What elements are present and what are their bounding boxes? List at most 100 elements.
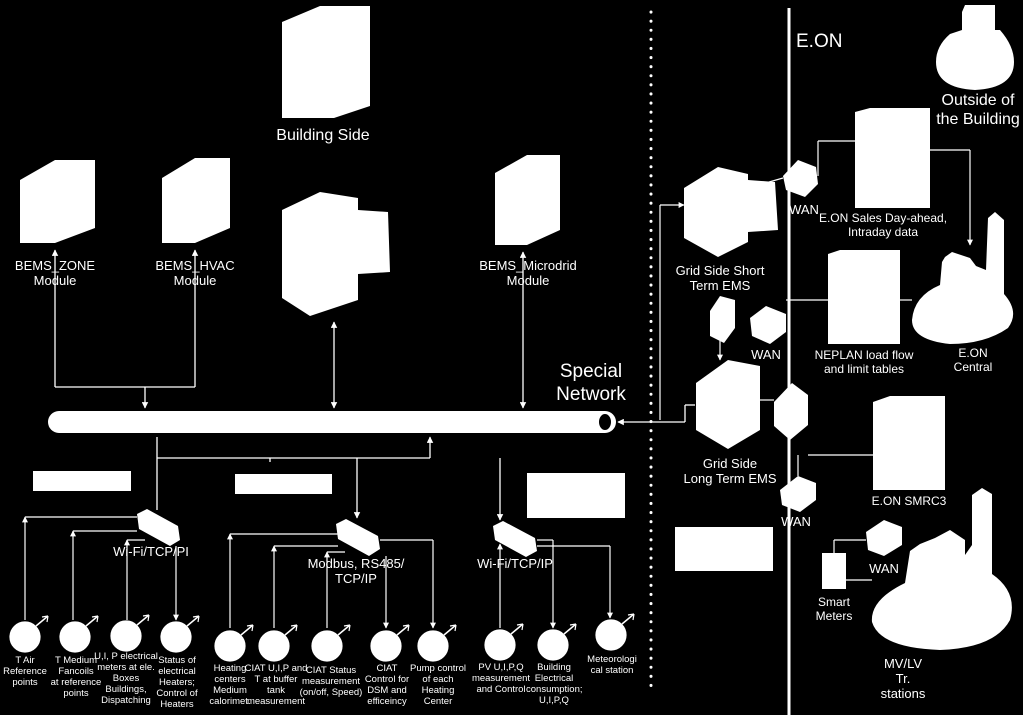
- sensor-text: and Control: [476, 684, 526, 695]
- building-side-title: Building Side: [276, 127, 370, 144]
- sensor-ciat-status-icon: [311, 624, 351, 662]
- sensor-text: tank: [267, 685, 285, 696]
- sensor-text: CIAT Status: [305, 665, 357, 676]
- stations-line2: Tr.: [895, 671, 911, 686]
- sensor-text: Fancoils: [58, 666, 94, 677]
- sensor-text: Heaters: [160, 699, 194, 710]
- sensor-heater-status-label: Status of electrical Heaters; Control of…: [150, 655, 204, 710]
- sensor-ciat-control-icon: [370, 624, 410, 662]
- sensor-t-medium-icon: [59, 615, 99, 653]
- bems-hvac-server-icon: [162, 158, 230, 243]
- short-term-line1: Grid Side Short: [675, 263, 765, 278]
- sensor-text: of each: [422, 674, 454, 685]
- central-line1: E.ON: [958, 346, 988, 360]
- smrc-label: E.ON SMRC3: [871, 494, 947, 508]
- sensor-meteo-label: Meteorologi cal station: [584, 654, 640, 676]
- sensor-text: Reference: [3, 666, 47, 677]
- sensor-text: T Medium: [54, 655, 98, 666]
- special-network-line2: Network: [556, 384, 626, 405]
- sensor-pv-icon: [484, 623, 524, 661]
- sensor-t-air-icon: [9, 615, 49, 653]
- wan-small-label: WAN: [869, 561, 899, 576]
- special-network-line1: Special: [559, 361, 623, 382]
- gateway-middle-router-icon: [336, 519, 380, 556]
- wan-router-mid-icon: [750, 306, 786, 344]
- eon-provider-label: E.ON: [796, 31, 843, 52]
- sensor-text: Building: [537, 662, 571, 673]
- smrc-server-icon: [873, 396, 945, 490]
- sensor-text: at reference: [50, 677, 102, 688]
- long-term-ems-server-icon: [696, 360, 760, 449]
- sensor-t-air-label: T Air Reference points: [0, 655, 50, 688]
- special-network-label: Special Network: [548, 360, 634, 406]
- sensor-heating-centers-icon: [214, 624, 254, 662]
- mv-lv-stations-icon: [871, 488, 1012, 650]
- bems-microgrid-name: BEMS_Microdrid: [479, 258, 577, 273]
- bems-microgrid-module: Module: [506, 273, 550, 288]
- sensor-text: Buildings,: [105, 684, 147, 695]
- sensor-text: Pump control: [410, 663, 466, 674]
- sensor-text: U,I, P electrical: [94, 651, 158, 662]
- blank-label-left: [33, 471, 131, 491]
- sensor-t-medium-label: T Medium Fancoils at reference points: [48, 655, 104, 699]
- sensor-text: efficeincy: [367, 696, 407, 707]
- bems-hvac-name: BEMS_HVAC: [155, 258, 235, 273]
- short-term-ems-server-icon: [684, 167, 778, 257]
- stations-line1: MV/LV: [883, 656, 923, 671]
- outside-line2: the Building: [936, 111, 1020, 128]
- wan-router-small-icon: [866, 520, 902, 556]
- sensor-heater-status-icon: [160, 615, 200, 653]
- sensor-text: DSM and: [367, 685, 407, 696]
- sensor-text: cal station: [590, 665, 634, 676]
- gateway-middle-line1: Modbus, RS485/: [307, 556, 405, 571]
- bems-hvac-module: Module: [173, 273, 217, 288]
- sensor-text: Control of: [156, 688, 198, 699]
- smart-meter-icon: [822, 553, 846, 589]
- bems-hvac-label: BEMS_HVAC Module: [140, 258, 250, 288]
- short-term-line2: Term EMS: [689, 278, 751, 293]
- wan-bottom-label: WAN: [781, 514, 811, 529]
- neplan-line2: and limit tables: [823, 362, 905, 376]
- sensor-text: electrical: [158, 666, 196, 677]
- blank-label-right: [527, 473, 625, 518]
- gateway-middle-label: Modbus, RS485/ TCP/IP: [296, 556, 416, 586]
- sensor-meteo-icon: [595, 613, 635, 651]
- outside-line1: Outside of: [941, 92, 1015, 109]
- wan-top-label: WAN: [789, 202, 819, 217]
- sensor-text: Electrical: [534, 673, 574, 684]
- sensor-text: (on/off, Speed): [299, 687, 363, 698]
- bems-zone-name: BEMS_ZONE: [14, 258, 96, 273]
- sensor-text: CIAT U,I,P and: [244, 663, 308, 674]
- sensor-uip-meters-label: U,I, P electrical meters at ele. Boxes B…: [92, 651, 160, 706]
- special-network-bus: [48, 411, 616, 433]
- sensor-pv-label: PV U,I,P,Q measurement and Control: [470, 662, 532, 695]
- sensor-text: points: [12, 677, 38, 688]
- sensor-text: Meteorologi: [587, 654, 637, 665]
- sensor-text: Heating: [213, 663, 247, 674]
- bems-zone-label: BEMS_ZONE Module: [0, 258, 110, 288]
- sensor-ciat-control-label: CIAT Control for DSM and efficeincy: [360, 663, 414, 707]
- smart-meters-line1: Smart: [817, 595, 850, 609]
- stations-label: MV/LV Tr. stations: [868, 656, 938, 701]
- sales-line1: E.ON Sales Day-ahead,: [818, 211, 948, 225]
- eon-central-label: E.ON Central: [938, 346, 1008, 374]
- sensor-text: PV U,I,P,Q: [478, 662, 524, 673]
- small-server-a-icon: [710, 296, 735, 343]
- wan-router-bottom-icon: [780, 476, 816, 512]
- gateway-left-label: Wi-Fi/TCP/PI: [113, 544, 189, 559]
- sensor-text: meters at ele.: [97, 662, 155, 673]
- sales-line2: Intraday data: [847, 225, 919, 239]
- sensor-text: T Air: [15, 655, 35, 666]
- long-term-ems-label: Grid Side Long Term EMS: [670, 456, 790, 486]
- sensor-text: measurement: [301, 676, 361, 687]
- sensor-text: consumption;: [526, 684, 583, 695]
- sensor-text: Center: [423, 696, 453, 707]
- eon-sales-server-icon: [855, 108, 930, 208]
- sensor-ciat-buffer-icon: [258, 624, 298, 662]
- sensor-ciat-status-label: CIAT Status measurement (on/off, Speed): [296, 665, 366, 698]
- neplan-server-icon: [828, 250, 900, 344]
- blank-label-grid: [675, 527, 773, 571]
- bems-zone-server-icon: [20, 160, 95, 243]
- sensor-text: Heaters;: [159, 677, 195, 688]
